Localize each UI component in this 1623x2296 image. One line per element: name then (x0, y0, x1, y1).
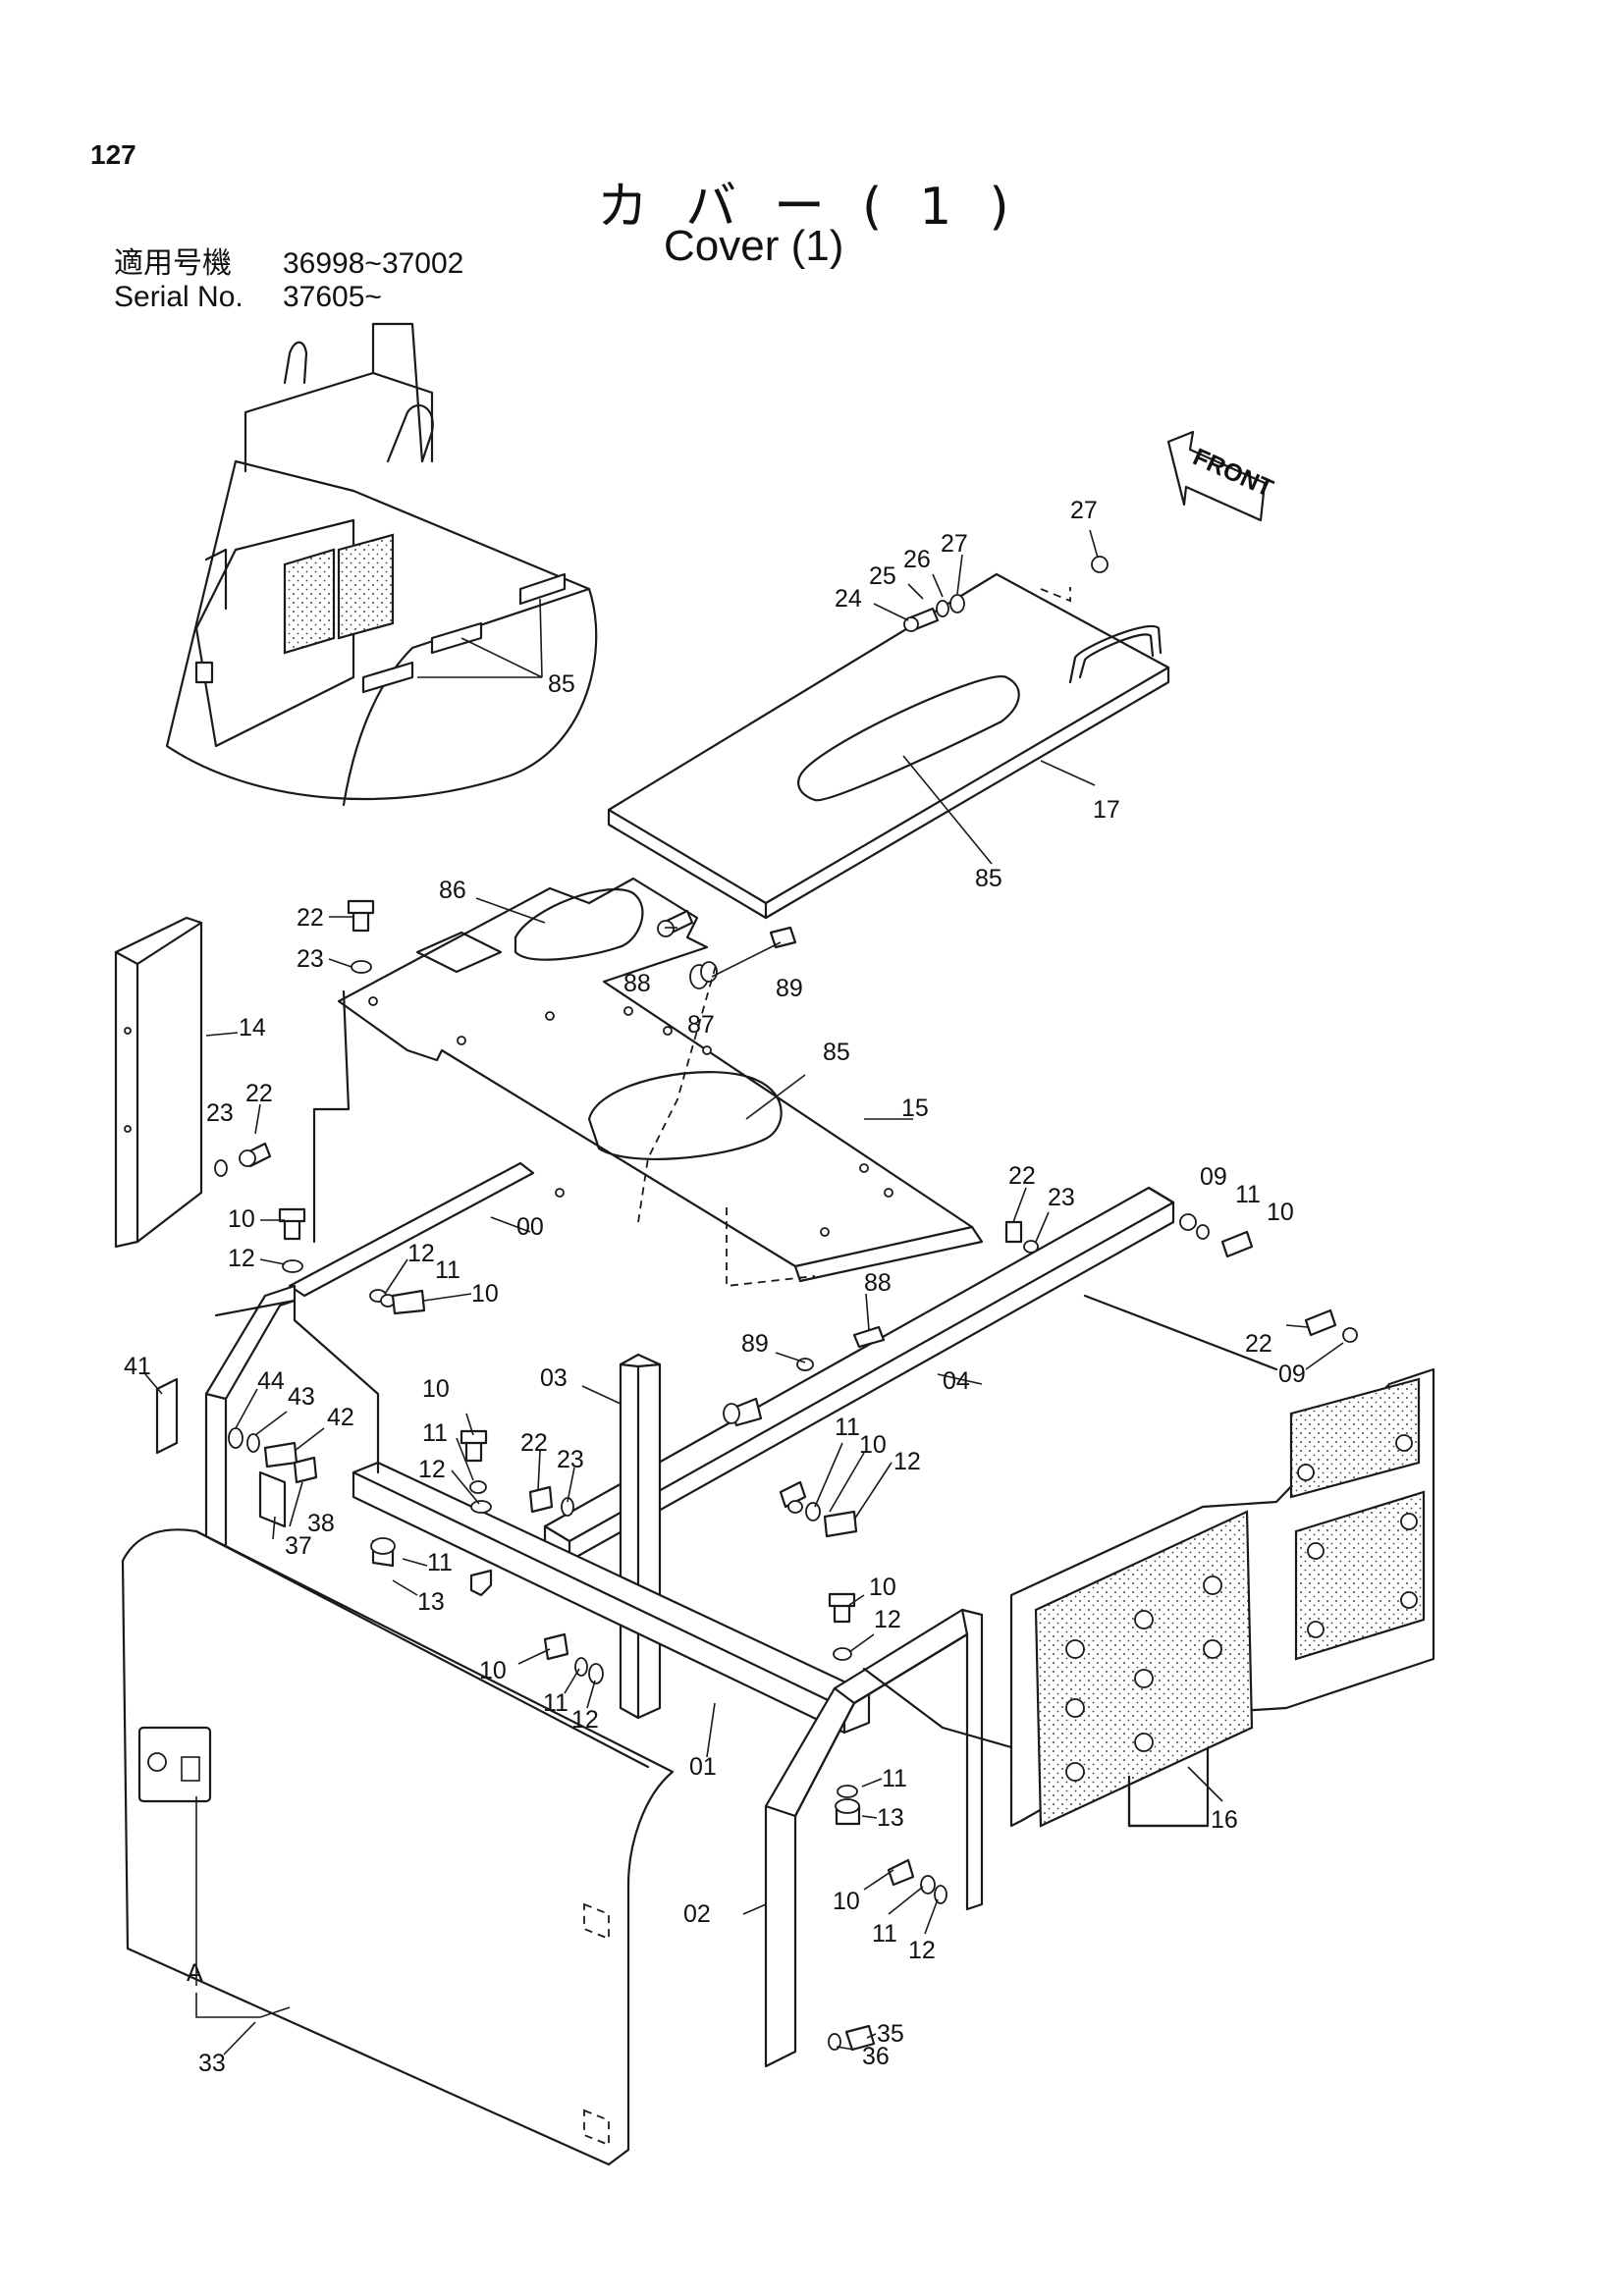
part-label: 12 (407, 1240, 435, 1267)
part-label: 89 (741, 1330, 769, 1358)
part-label: 26 (903, 546, 931, 573)
part-label: 22 (1008, 1162, 1036, 1190)
part-label: 36 (862, 2043, 890, 2070)
part-label: 85 (823, 1039, 850, 1066)
part-label: 12 (893, 1448, 921, 1475)
part-label: 03 (540, 1364, 568, 1392)
title-japanese: カバー(1) (597, 178, 1047, 237)
part-label: 10 (869, 1574, 896, 1601)
part-label: 88 (623, 970, 651, 997)
machine-overview-sketch (165, 322, 598, 807)
page-number: 127 (90, 139, 136, 170)
part-label: 13 (417, 1588, 445, 1616)
part-label: 11 (872, 1920, 897, 1948)
callouts: 27 26 27 25 24 85 17 85 22 86 23 88 89 8… (124, 497, 1344, 2077)
part-label: 42 (327, 1404, 354, 1431)
part-label: 01 (689, 1753, 717, 1781)
serial-range-jp: 36998~37002 (283, 247, 464, 280)
part-label: 10 (422, 1375, 450, 1403)
hardware (155, 556, 1358, 2052)
part-label: 24 (835, 585, 862, 613)
part-label: 11 (543, 1689, 568, 1717)
part-label: 43 (288, 1383, 315, 1411)
part-label: 86 (439, 877, 466, 904)
part-label: 16 (1211, 1806, 1238, 1834)
part-15-floor-plate (337, 877, 984, 1283)
part-label: 17 (1093, 796, 1120, 824)
part-label: 22 (245, 1080, 273, 1107)
part-label: 12 (908, 1937, 936, 1964)
part-02-right-frame (764, 1608, 984, 2068)
part-label: 87 (687, 1011, 715, 1039)
part-label: 14 (239, 1014, 266, 1041)
serial-info: 適用号機 36998~37002 Serial No. 37605~ (114, 247, 463, 314)
part-label: 09 (1200, 1163, 1227, 1191)
part-label: 85 (975, 865, 1002, 892)
part-label: 85 (548, 670, 575, 698)
part-16-pad-assembly (1009, 1367, 1435, 1828)
part-14-side-panel (114, 916, 203, 1249)
part-label: 23 (297, 945, 324, 973)
part-label: 15 (901, 1095, 929, 1122)
serial-row-en: Serial No. 37605~ (114, 281, 463, 314)
part-label: 88 (864, 1269, 892, 1297)
part-label: 10 (228, 1205, 255, 1233)
part-label: 23 (557, 1446, 584, 1473)
part-label: 22 (297, 904, 324, 932)
part-label: 11 (427, 1549, 453, 1576)
part-label: 89 (776, 975, 803, 1002)
serial-row-jp: 適用号機 36998~37002 (114, 247, 463, 281)
part-label: 33 (198, 2050, 226, 2077)
part-label: 11 (835, 1414, 860, 1441)
part-label: 41 (124, 1353, 151, 1380)
part-label: 12 (874, 1606, 901, 1633)
front-arrow-icon: FRONT (1166, 430, 1277, 522)
part-label: 23 (1048, 1184, 1075, 1211)
part-label: 12 (228, 1245, 255, 1272)
part-label: 10 (833, 1888, 860, 1915)
part-label: 44 (257, 1367, 285, 1395)
part-label: 22 (1245, 1330, 1272, 1358)
part-label: 27 (1070, 497, 1098, 524)
part-label: 12 (571, 1706, 599, 1734)
part-label: 38 (307, 1510, 335, 1537)
part-label: 13 (877, 1804, 904, 1832)
part-label: 04 (943, 1367, 970, 1395)
part-17-top-cover (607, 572, 1170, 920)
serial-label-en: Serial No. (114, 281, 243, 313)
part-00-bracket-bar (288, 1161, 535, 1298)
part-03-vertical-post (619, 1353, 662, 1720)
part-label: 12 (418, 1456, 446, 1483)
part-label: 10 (1267, 1199, 1294, 1226)
part-label: 11 (1235, 1181, 1261, 1208)
part-label: 23 (206, 1099, 234, 1127)
part-label: 22 (520, 1429, 548, 1457)
part-label: 11 (882, 1765, 907, 1792)
part-label: 02 (683, 1900, 711, 1928)
part-label: 37 (285, 1532, 312, 1560)
part-label: 35 (877, 2020, 904, 2048)
serial-label-jp: 適用号機 (114, 247, 232, 280)
part-label: 27 (941, 530, 968, 558)
part-label: 10 (471, 1280, 499, 1308)
part-label: 25 (869, 562, 896, 590)
part-label: 10 (859, 1431, 887, 1459)
part-33-door-cover (121, 1528, 675, 2166)
part-label: 11 (422, 1419, 448, 1447)
serial-range-en: 37605~ (283, 281, 382, 313)
part-label: 11 (435, 1256, 460, 1284)
title-english: Cover (1) (664, 222, 844, 270)
part-label: 10 (479, 1657, 507, 1684)
part-label: A (187, 1959, 203, 1987)
part-label: 00 (516, 1213, 544, 1241)
part-label: 09 (1278, 1361, 1306, 1388)
